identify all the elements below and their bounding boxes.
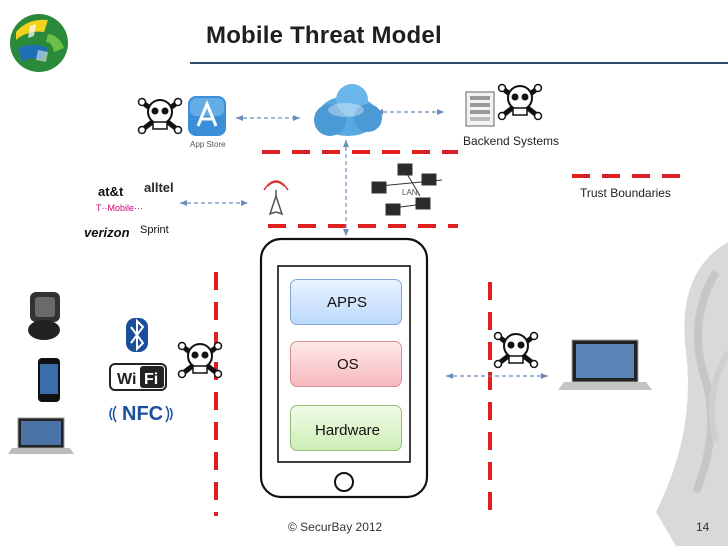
laptop-left-icon [8,417,74,454]
wifi-logo-icon: Wi Fi [109,363,167,391]
threat-skull-icon [179,343,222,378]
alltel-logo: alltel [144,180,174,195]
decorative-swirl-graphic [656,242,728,546]
apps-layer-label: APPS [327,294,368,311]
laptop-right-icon [558,339,652,390]
os-layer: OS [290,341,402,387]
connection-arrows [180,111,548,377]
bluetooth-icon [126,318,148,352]
arrow-heads [180,109,548,379]
threat-skull-icon [499,85,542,120]
svg-text:Fi: Fi [144,371,158,388]
nfc-label: NFC [122,403,164,425]
cell-tower-icon [263,180,289,216]
lan-label: LAN [402,188,418,197]
threat-skull-icon [495,333,538,368]
title-underline [190,62,728,64]
lan-network-icon [371,163,443,216]
backend-server-icon [465,91,495,127]
verizon-logo: verizon [84,225,130,240]
app-store-label: App Store [190,140,226,149]
backend-systems-label: Backend Systems [463,134,560,148]
slide-title: Mobile Threat Model [206,22,442,49]
cloud-icon [314,84,382,136]
smartwatch-icon [28,292,60,340]
threat-skull-icon [139,99,182,134]
trust-boundaries-label: Trust Boundaries [580,186,671,200]
trust-boundary-lines [214,150,690,516]
hardware-layer-label: Hardware [315,422,381,439]
apps-layer: APPS [290,279,402,325]
copyright-footer: © SecurBay 2012 [288,520,383,534]
svg-text:Wi: Wi [117,371,136,388]
att-logo: at&t [98,184,124,199]
securbay-logo-icon [10,14,68,72]
nfc-logo-icon [109,405,173,423]
sprint-logo: Sprint [140,224,169,236]
iphone-device-icon [38,358,60,402]
hardware-layer: Hardware [290,405,402,451]
page-number: 14 [696,520,710,534]
tmobile-logo: T··Mobile··· [96,203,143,213]
app-store-icon [188,96,226,136]
os-layer-label: OS [337,356,359,373]
